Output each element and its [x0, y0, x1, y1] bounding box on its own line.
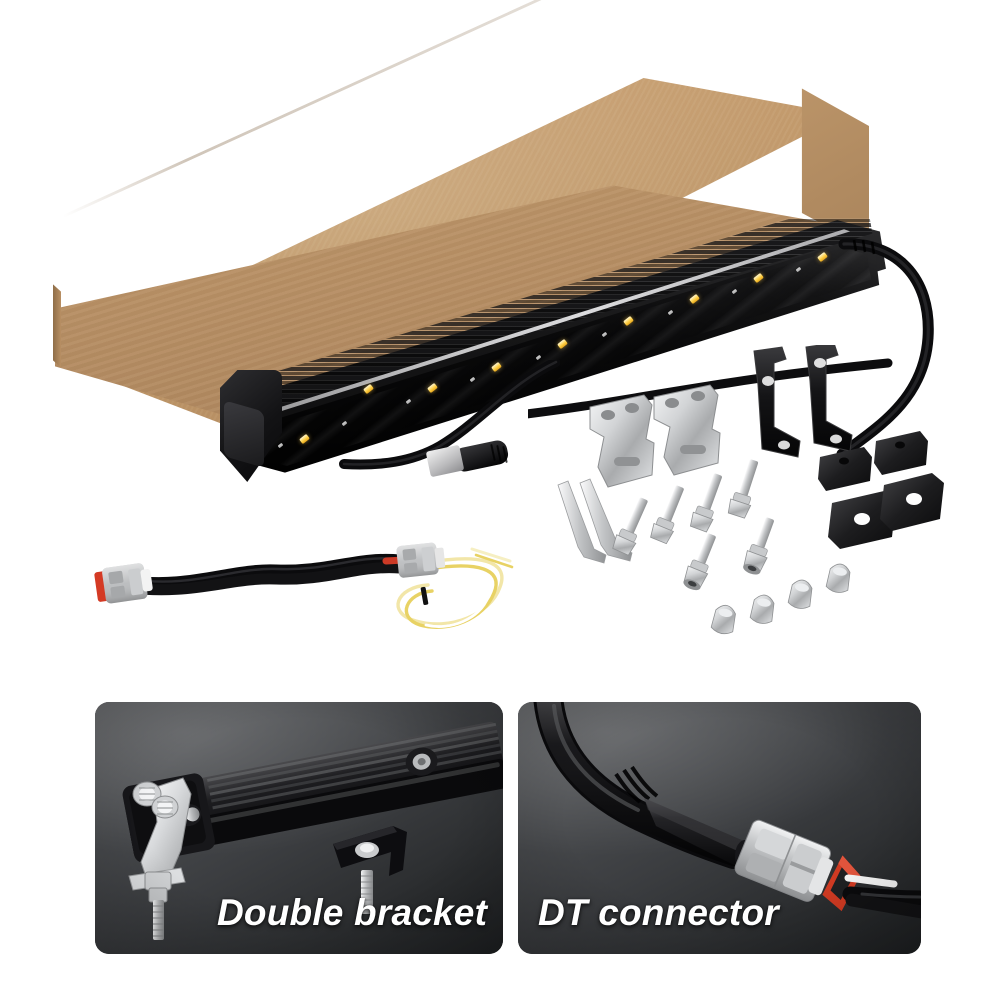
dt-connector-illustration: [533, 702, 921, 919]
double-bracket-illustration: [122, 721, 503, 940]
light-bar-pigtail-cable: [300, 360, 560, 490]
led-light-bar: [214, 218, 890, 488]
panel-caption-double-bracket: Double bracket: [217, 892, 488, 933]
plug-metal-barrel: [425, 444, 465, 478]
light-bar-end-cap-inner: [224, 400, 264, 468]
barrel-connector-plug: [425, 438, 512, 484]
panel-vignette: [518, 702, 921, 954]
panel-vignette: [95, 702, 503, 954]
wiring-harness: [80, 535, 520, 655]
light-bar-cable-loop: [836, 228, 954, 474]
box-left-edge: [53, 284, 61, 368]
panel-background: [518, 702, 921, 954]
hero-product-layout: [0, 0, 1000, 690]
panel-caption-dt-connector: DT connector: [538, 892, 779, 933]
mounting-hardware-group: [528, 345, 948, 645]
detail-panel-double-bracket: Double bracket: [95, 702, 503, 954]
detail-panel-dt-connector: DT connector: [518, 702, 921, 954]
